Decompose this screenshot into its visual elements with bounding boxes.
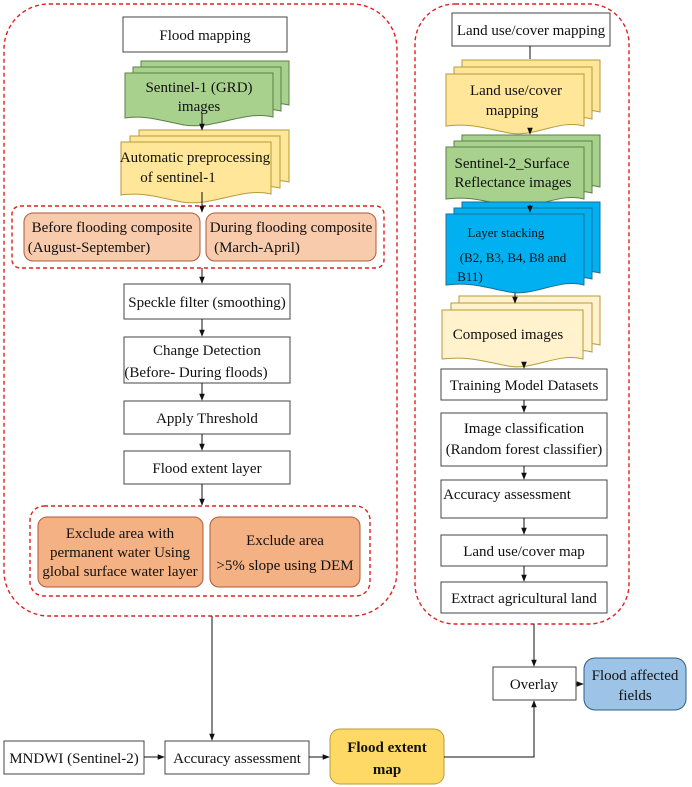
right-accuracy-label: Accuracy assessment: [443, 487, 572, 503]
affected-line2: fields: [618, 688, 651, 704]
preprocessing-line2: of sentinel-1: [140, 170, 215, 186]
exclude-slope-line2: >5% slope using DEM: [216, 558, 353, 574]
flood-map-line1: Flood extent: [347, 740, 427, 756]
lulc-doc-line2: mapping: [486, 103, 539, 119]
exclude-water-line1: Exclude area with: [66, 526, 175, 542]
sentinel2-doc: Sentinel-2_Surface Reflectance images: [445, 134, 601, 208]
change-detection-line2: (Before- During floods): [124, 365, 267, 381]
lulc-doc-line1: Land use/cover: [470, 83, 562, 99]
overlay-box: Overlay: [492, 666, 577, 701]
flood-map-line2: map: [373, 762, 401, 778]
classification-line2: (Random forest classifier): [446, 442, 603, 458]
extract-agri-label: Extract agricultural land: [451, 591, 597, 607]
flood-affected-box: Flood affected fields: [583, 657, 687, 711]
bottom-accuracy-box: Accuracy assessment: [164, 740, 310, 775]
layer-stacking-doc: Layer stacking (B2, B3, B4, B8 and B11): [445, 201, 601, 294]
preprocessing-line1: Automatic preprocessing: [120, 150, 271, 166]
land-use-title-box: Land use/cover mapping: [451, 12, 611, 47]
land-use-title: Land use/cover mapping: [457, 23, 606, 39]
flood-extent-layer-box: Flood extent layer: [123, 450, 291, 485]
stacking-line2: (B2, B3, B4, B8 and: [460, 250, 567, 265]
classification-line1: Image classification: [464, 421, 585, 437]
stacking-line3: B11): [457, 269, 483, 284]
sentinel2-line1: Sentinel-2_Surface: [455, 156, 570, 172]
overlay-label: Overlay: [510, 677, 559, 693]
apply-threshold-label: Apply Threshold: [156, 411, 258, 427]
sentinel1-line2: images: [178, 99, 221, 115]
speckle-filter-label: Speckle filter (smoothing): [128, 295, 285, 311]
speckle-filter-box: Speckle filter (smoothing): [123, 283, 291, 320]
training-box: Training Model Datasets: [440, 368, 608, 401]
flood-mapping-title-box: Flood mapping: [122, 16, 288, 53]
exclude-slope-box: Exclude area >5% slope using DEM: [209, 516, 361, 588]
right-accuracy-box: Accuracy assessment: [440, 479, 608, 519]
land-use-map-box: Land use/cover map: [440, 534, 608, 567]
before-flooding-box: Before flooding composite (August-Septem…: [23, 212, 201, 262]
exclude-slope-line1: Exclude area: [246, 533, 324, 549]
exclude-water-line2: permanent water Using: [50, 545, 190, 561]
exclude-water-line3: global surface water layer: [42, 564, 197, 580]
sentinel2-line2: Reflectance images: [454, 175, 571, 191]
bottom-accuracy-label: Accuracy assessment: [173, 751, 302, 767]
land-use-mapping-doc: Land use/cover mapping: [445, 59, 601, 135]
extract-agri-box: Extract agricultural land: [440, 581, 608, 614]
stacking-line1: Layer stacking: [468, 225, 545, 240]
land-use-map-label: Land use/cover map: [463, 544, 585, 560]
composite-group: [11, 205, 385, 269]
apply-threshold-box: Apply Threshold: [123, 400, 291, 435]
sentinel1-line1: Sentinel-1 (GRD): [145, 80, 252, 96]
change-detection-box: Change Detection (Before- During floods): [123, 336, 291, 384]
sentinel1-images-doc: Sentinel-1 (GRD) images: [124, 60, 290, 127]
exclusion-group: [29, 505, 371, 597]
composed-images-doc: Composed images: [441, 295, 601, 368]
preprocessing-doc: Automatic preprocessing of sentinel-1: [120, 129, 290, 204]
classification-box: Image classification (Random forest clas…: [440, 412, 608, 467]
flood-extent-layer-label: Flood extent layer: [152, 461, 261, 477]
during-line2: (March-April): [214, 240, 300, 256]
before-line1: Before flooding composite: [32, 220, 193, 236]
exclude-water-box: Exclude area with permanent water Using …: [37, 516, 204, 588]
mndwi-label: MNDWI (Sentinel-2): [9, 751, 139, 767]
flood-mapping-title: Flood mapping: [159, 28, 251, 44]
mndwi-box: MNDWI (Sentinel-2): [3, 740, 145, 775]
training-label: Training Model Datasets: [450, 378, 599, 394]
during-line1: During flooding composite: [210, 220, 373, 236]
flood-extent-map-box: Flood extent map: [329, 728, 445, 785]
affected-line1: Flood affected: [592, 668, 679, 684]
before-line2: (August-September): [28, 240, 150, 256]
land-use-container: [414, 3, 630, 625]
connectors: [144, 46, 584, 760]
change-detection-line1: Change Detection: [153, 343, 261, 359]
during-flooding-box: During flooding composite (March-April): [205, 212, 377, 262]
composed-images-label: Composed images: [453, 327, 564, 343]
